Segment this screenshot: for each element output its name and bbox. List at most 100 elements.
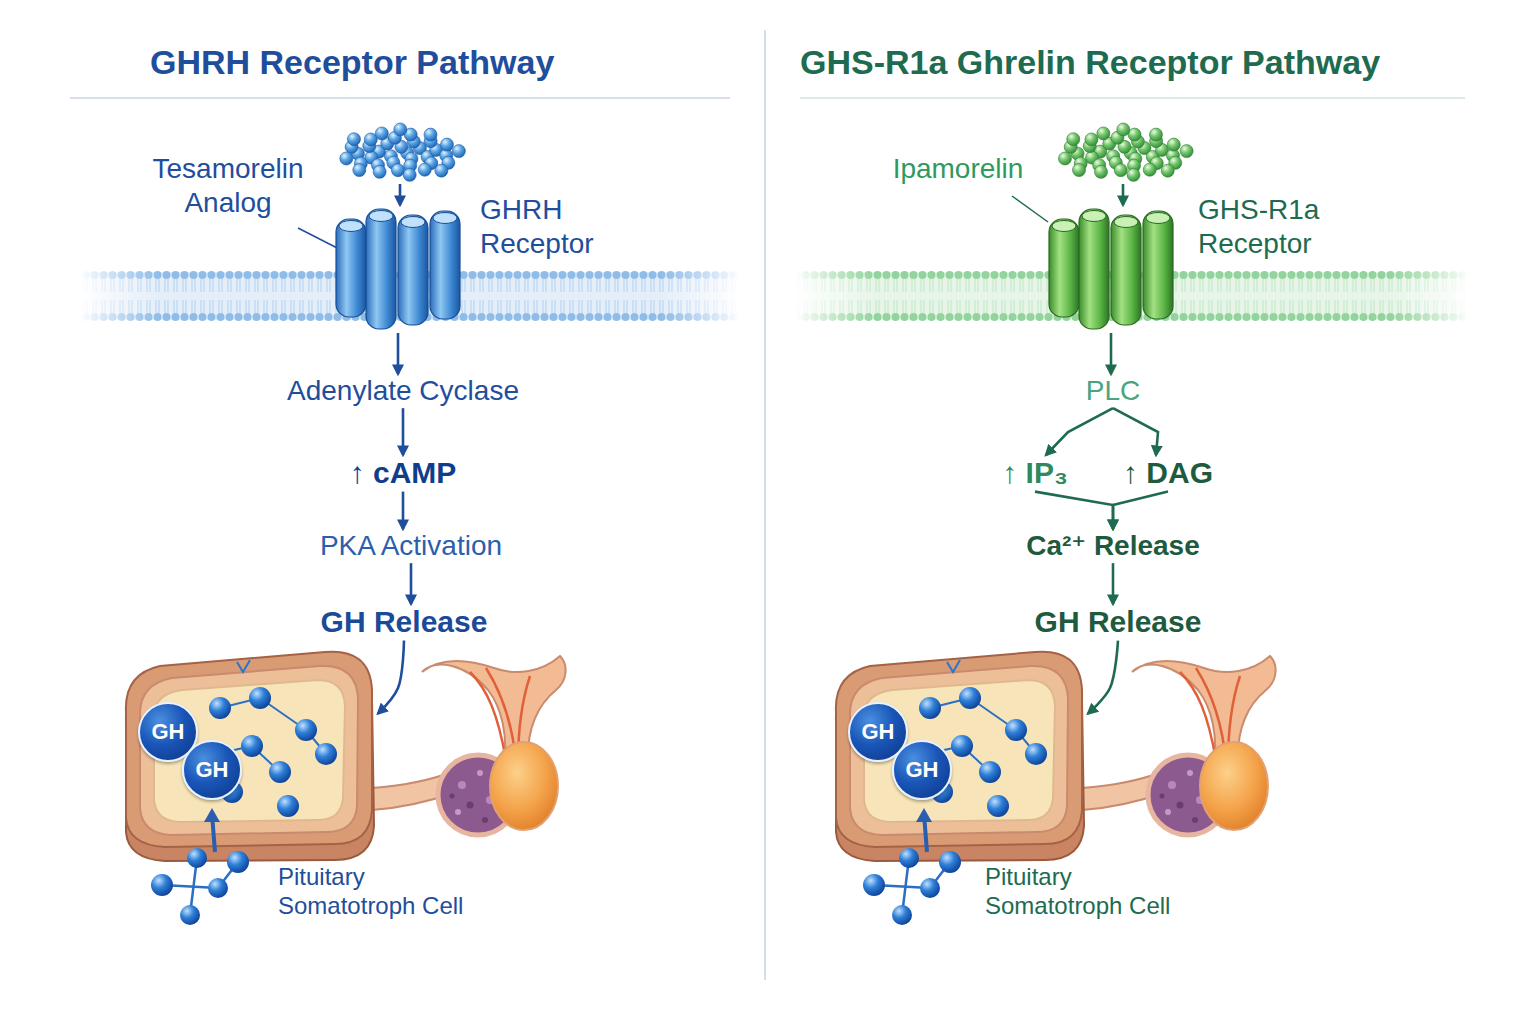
ligand-bead bbox=[403, 168, 416, 181]
gh-label: GH bbox=[152, 719, 185, 746]
ligand-bead bbox=[1117, 123, 1130, 136]
ligand-bead bbox=[424, 128, 437, 141]
flow-arrow bbox=[1112, 563, 1115, 604]
ligand-label: Ipamorelin bbox=[878, 152, 1038, 186]
pathway-step: Adenylate Cyclase bbox=[263, 374, 543, 408]
step-label: PKA Activation bbox=[291, 529, 531, 563]
ligand-bead bbox=[1127, 168, 1140, 181]
receptor-protein-shape bbox=[1045, 205, 1177, 333]
helix-top bbox=[1052, 221, 1076, 232]
pathway-step: GH Release bbox=[309, 604, 499, 641]
flow-arrow bbox=[1113, 492, 1168, 529]
helix bbox=[1143, 211, 1173, 319]
step-label: Ca²⁺ Release bbox=[1003, 529, 1223, 563]
gh-vesicle bbox=[979, 761, 1001, 783]
flow-arrow bbox=[1046, 408, 1113, 455]
panel-heading: GHS-R1a Ghrelin Receptor Pathway bbox=[800, 42, 1460, 83]
cell-label: Pituitary Somatotroph Cell bbox=[985, 862, 1195, 921]
ligand-label: Tesamorelin Analog bbox=[138, 152, 318, 220]
step-label: ↑ IP₃ bbox=[980, 455, 1090, 492]
ligand-bead bbox=[1095, 165, 1108, 178]
step-label: ↑ DAG bbox=[1108, 455, 1228, 492]
ligand-cluster-shape bbox=[330, 122, 470, 184]
helix bbox=[1079, 209, 1109, 329]
panel-heading: GHRH Receptor Pathway bbox=[150, 42, 730, 83]
gh-vesicle bbox=[241, 735, 263, 757]
ligand-bead bbox=[440, 138, 453, 151]
helix bbox=[366, 209, 396, 329]
flow-arrow bbox=[402, 492, 405, 529]
gh-vesicle bbox=[295, 719, 317, 741]
helix-top bbox=[369, 211, 393, 222]
helix-top bbox=[339, 221, 363, 232]
receptor-protein: GHRH Receptor bbox=[332, 205, 464, 333]
somatotroph-cell: Pituitary Somatotroph CellGHGH bbox=[120, 650, 378, 862]
ligand-bead bbox=[1143, 163, 1156, 176]
ligand-bead bbox=[1058, 152, 1071, 165]
cell-label: Pituitary Somatotroph Cell bbox=[278, 862, 488, 921]
step-label: Adenylate Cyclase bbox=[263, 374, 543, 408]
surface-mark bbox=[237, 660, 250, 672]
flow-arrow bbox=[1110, 333, 1113, 374]
gh-vesicle bbox=[951, 735, 973, 757]
gh-vesicle bbox=[277, 795, 299, 817]
gh-label: GH bbox=[906, 757, 939, 784]
ligand-bead bbox=[1167, 138, 1180, 151]
helix bbox=[1111, 215, 1141, 325]
ligand-bead bbox=[418, 163, 431, 176]
pathway-step: PKA Activation bbox=[291, 529, 531, 563]
pathway-step: ↑ DAG bbox=[1108, 455, 1228, 492]
heading-rule bbox=[800, 97, 1465, 99]
helix-body bbox=[366, 209, 396, 329]
free-molecules bbox=[151, 808, 249, 925]
flow-arrow bbox=[397, 333, 400, 374]
somatotroph-cell: Pituitary Somatotroph CellGHGH bbox=[830, 650, 1088, 862]
ligand-bead bbox=[347, 133, 360, 146]
ligand-bead bbox=[1073, 164, 1086, 177]
ligand-bead bbox=[375, 127, 388, 140]
ligand-bead bbox=[1180, 145, 1193, 158]
flow-arrow bbox=[1035, 492, 1113, 529]
gh-vesicle bbox=[1025, 743, 1047, 765]
helix-body bbox=[1111, 215, 1141, 325]
gh-label: GH bbox=[196, 757, 229, 784]
helix-body bbox=[1079, 209, 1109, 329]
helix-top bbox=[433, 213, 457, 224]
gh-vesicle bbox=[249, 687, 271, 709]
gh-vesicle bbox=[269, 761, 291, 783]
surface-mark bbox=[947, 660, 960, 672]
helix-top bbox=[1082, 211, 1106, 222]
leader-line bbox=[1012, 196, 1048, 222]
flow-arrow bbox=[1113, 408, 1158, 455]
gh-vesicle bbox=[987, 795, 1009, 817]
ligand-bead bbox=[1097, 127, 1110, 140]
helix bbox=[398, 215, 428, 325]
pathway-step: PLC bbox=[1068, 374, 1158, 408]
gh-molecule: GH bbox=[892, 740, 952, 800]
helix bbox=[336, 219, 366, 317]
helix-body bbox=[1143, 211, 1173, 319]
ligand-bead bbox=[435, 164, 448, 177]
panel-divider bbox=[764, 30, 766, 980]
ligand-bead bbox=[1161, 164, 1174, 177]
step-label: ↑ cAMP bbox=[328, 455, 478, 492]
flow-arrow bbox=[378, 641, 404, 714]
helix-body bbox=[398, 215, 428, 325]
step-label: GH Release bbox=[1023, 604, 1213, 641]
ligand-bead bbox=[340, 152, 353, 165]
ligand-bead bbox=[1067, 133, 1080, 146]
gh-vesicle bbox=[315, 743, 337, 765]
step-label: PLC bbox=[1068, 374, 1158, 408]
ligand-bead bbox=[394, 123, 407, 136]
cell-membrane-rim bbox=[836, 652, 1082, 847]
receptor-protein-shape bbox=[332, 205, 464, 333]
ligand-bead bbox=[452, 145, 465, 158]
pituitary-gland bbox=[1082, 656, 1276, 835]
gh-label: GH bbox=[862, 719, 895, 746]
helix-body bbox=[336, 219, 366, 317]
helix-top bbox=[401, 217, 425, 228]
